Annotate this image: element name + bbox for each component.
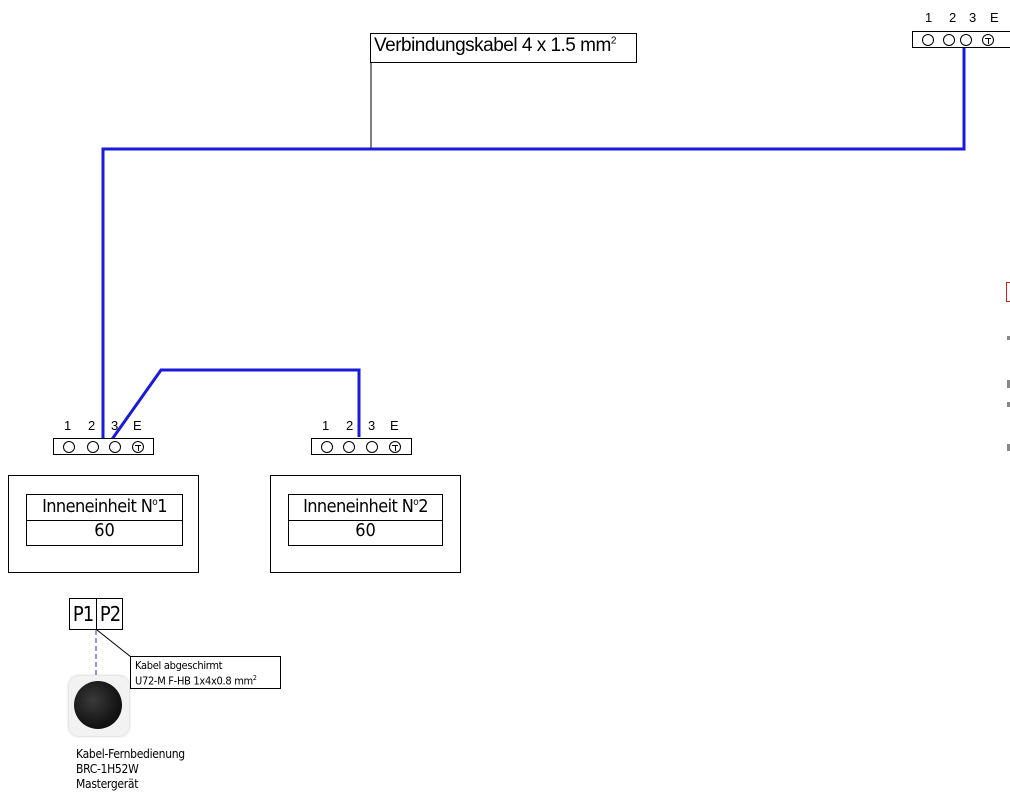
terminal-screw-icon	[109, 441, 121, 453]
remote-controller-dial-icon	[74, 681, 122, 729]
offscreen-fragment	[1007, 380, 1010, 388]
terminal-screw-icon	[366, 441, 378, 453]
indoor-unit-2-label-box: Inneneinheit No2 60	[288, 494, 443, 546]
remote-controller-caption-line2: BRC-1H52W	[76, 762, 139, 776]
shielded-cable-line2: U72-M F-HB 1x4x0.8 mm	[135, 674, 253, 688]
unit1-terminal-num-e: E	[133, 418, 142, 433]
indoor-unit-1-capacity: 60	[94, 520, 115, 541]
ground-terminal-icon	[982, 34, 994, 46]
indoor-unit-1-ordinal: o	[152, 497, 158, 508]
shielded-cable-sup: 2	[252, 674, 257, 682]
indoor-unit-1-frame: Inneneinheit No1 60	[8, 475, 199, 573]
remote-terminal-box: P1 P2	[69, 598, 123, 630]
outdoor-terminal-strip	[912, 31, 1010, 48]
branch-wire	[101, 368, 361, 453]
cable-label-sup: 2	[610, 35, 617, 47]
offscreen-fragment	[1007, 336, 1010, 340]
ground-terminal-icon	[132, 441, 144, 453]
outdoor-terminal-num-3: 3	[969, 10, 977, 25]
cable-label-text: Verbindungskabel 4 x 1.5 mm	[374, 35, 611, 56]
ground-terminal-icon	[389, 441, 401, 453]
remote-controller-image	[69, 676, 129, 736]
indoor-unit-1-label-box: Inneneinheit No1 60	[26, 494, 183, 546]
unit1-terminal-num-2: 2	[88, 418, 96, 433]
unit2-terminal-num-1: 1	[322, 418, 330, 433]
outdoor-terminal-num-e: E	[990, 10, 999, 25]
unit2-terminal-num-2: 2	[346, 418, 354, 433]
p2-label: P2	[99, 602, 121, 626]
indoor-unit-1-terminal-strip	[53, 438, 154, 455]
remote-controller-caption-line3: Mastergerät	[76, 777, 139, 791]
indoor-unit-2-terminal-numbers: 1 2 3 E	[312, 418, 422, 434]
indoor-unit-2-terminal-strip	[311, 438, 412, 455]
remote-controller-caption-line1: Kabel-Fernbedienung	[76, 747, 185, 761]
indoor-unit-1-name: Inneneinheit N	[42, 496, 153, 517]
offscreen-fragment	[1006, 282, 1010, 302]
unit2-terminal-num-3: 3	[368, 418, 376, 433]
terminal-screw-icon	[960, 34, 972, 46]
main-connection-wire	[101, 46, 966, 452]
terminal-screw-icon	[87, 441, 99, 453]
shielded-cable-leader	[96, 629, 132, 658]
indoor-unit-1-number: 1	[157, 496, 167, 517]
remote-controller-caption: Kabel-Fernbedienung BRC-1H52W Mastergerä…	[76, 747, 185, 792]
offscreen-fragment	[1007, 444, 1010, 451]
terminal-screw-icon	[922, 34, 934, 46]
offscreen-fragment	[1007, 402, 1010, 407]
outdoor-terminal-numbers: 1 2 3 E	[922, 10, 1010, 26]
indoor-unit-2-number: 2	[418, 496, 428, 517]
indoor-unit-2-name: Inneneinheit N	[303, 496, 414, 517]
indoor-unit-2-ordinal: o	[413, 497, 419, 508]
terminal-screw-icon	[63, 441, 75, 453]
unit2-terminal-num-e: E	[390, 418, 399, 433]
p1-label: P1	[70, 599, 97, 629]
outdoor-terminal-num-2: 2	[949, 10, 957, 25]
terminal-screw-icon	[943, 34, 955, 46]
shielded-cable-line1: Kabel abgeschirmt	[135, 659, 223, 672]
indoor-unit-2-frame: Inneneinheit No2 60	[270, 475, 461, 573]
shielded-cable-label-box: Kabel abgeschirmt U72-M F-HB 1x4x0.8 mm2	[130, 656, 281, 689]
unit1-terminal-num-3: 3	[111, 418, 119, 433]
unit1-terminal-num-1: 1	[64, 418, 72, 433]
outdoor-terminal-num-1: 1	[925, 10, 933, 25]
cable-label-box: Verbindungskabel 4 x 1.5 mm2	[370, 33, 637, 63]
terminal-screw-icon	[321, 441, 333, 453]
terminal-screw-icon	[343, 441, 355, 453]
indoor-unit-2-capacity: 60	[355, 520, 376, 541]
indoor-unit-1-terminal-numbers: 1 2 3 E	[54, 418, 164, 434]
